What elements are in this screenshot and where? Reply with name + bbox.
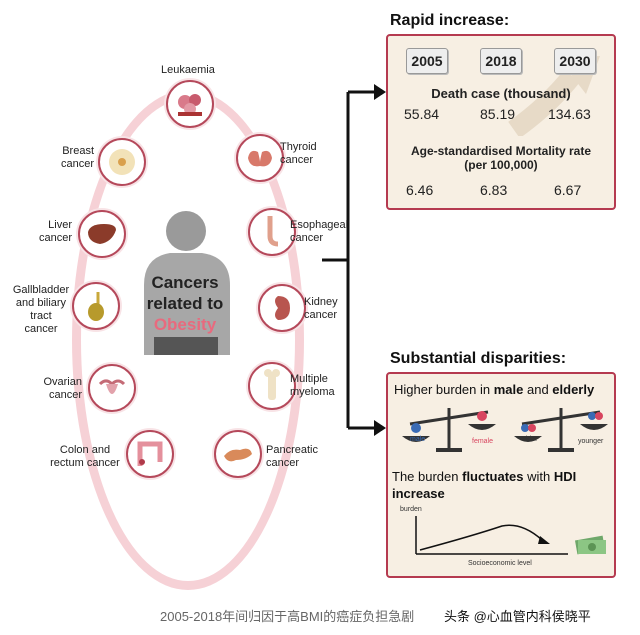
rapid-box: 2005 2018 2030 Death case (thousand) 55.… (386, 34, 616, 210)
balance-scale-icon (514, 408, 608, 452)
mortality-2030: 6.67 (554, 182, 582, 198)
gallbladder-icon (88, 292, 104, 321)
rapid-heading: Rapid increase: (390, 12, 510, 29)
colon-icon (137, 441, 163, 466)
liver-node (78, 210, 126, 258)
center-label: Cancers related to Obesity (143, 272, 227, 335)
disparities-heading: Substantial disparities: (390, 350, 567, 367)
money-icon (574, 535, 606, 555)
mortality-label: Age-standardised Mortality rate (per 100… (410, 144, 592, 172)
chart-y-label: burden (400, 506, 422, 513)
burden-text: Higher burden in male and elderly (394, 382, 595, 397)
breast-icon (109, 149, 135, 175)
ovarian-node (88, 364, 136, 412)
male-label: male (410, 436, 426, 443)
mortality-2018: 6.83 (480, 182, 508, 198)
leukaemia-node (166, 80, 214, 128)
chart-x-label: Socioeconomic level (468, 560, 532, 567)
disparities-box: Higher burden in male and elderly male f… (386, 372, 616, 578)
mortality-2005: 6.46 (406, 182, 434, 198)
elder-label: elder (522, 436, 538, 443)
balance-scale-icon (402, 408, 496, 452)
obesity-label: Obesity (153, 315, 217, 334)
kidney-icon (275, 296, 290, 320)
kidney-node (258, 284, 306, 332)
younger-label: younger (578, 438, 604, 445)
pancreatic-node (214, 430, 262, 478)
colon-node (126, 430, 174, 478)
arrow-right-icon (374, 84, 386, 100)
footer-caption: 2005-2018年间归因于高BMI的癌症负担急剧 (160, 609, 415, 624)
female-label: female (472, 438, 494, 445)
year-2005: 2005 (406, 48, 448, 74)
leukaemia-label: Leukaemia (161, 64, 215, 76)
center-line-2: related to (146, 294, 224, 313)
uterus-icon (98, 379, 126, 394)
year-2018: 2018 (480, 48, 522, 74)
esophageal-node (248, 208, 296, 256)
watermark: 头条 @心血管内科侯晓平 (444, 609, 591, 624)
death-2030: 134.63 (548, 106, 591, 122)
year-2030: 2030 (554, 48, 596, 74)
esophagus-icon (267, 216, 279, 247)
bone-icon (264, 369, 280, 400)
thyroid-node (236, 134, 284, 182)
death-label: Death case (thousand) (431, 86, 571, 101)
person-silhouette-icon (144, 211, 230, 355)
center-line-1: Cancers (151, 273, 219, 292)
connector-arrows (322, 84, 386, 436)
gallbladder-node (72, 282, 120, 330)
arrow-right-icon (374, 420, 386, 436)
liver-icon (88, 224, 116, 244)
thyroid-icon (248, 150, 272, 167)
blood-cells-icon (178, 94, 202, 116)
death-2018: 85.19 (480, 106, 516, 122)
myeloma-node (248, 362, 296, 410)
death-2005: 55.84 (404, 106, 440, 122)
pancreas-icon (224, 448, 252, 462)
breast-node (98, 138, 146, 186)
burden-curve (415, 516, 568, 555)
